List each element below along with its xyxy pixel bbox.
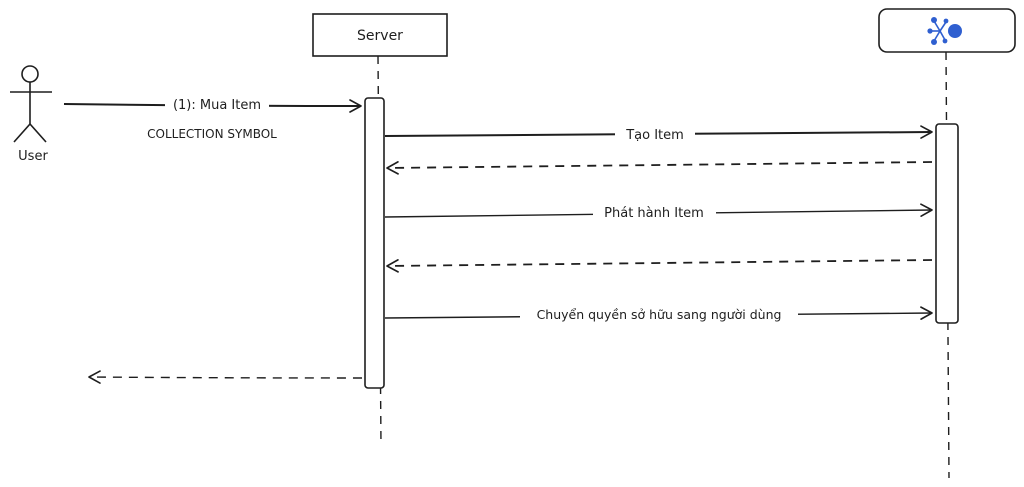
service-participant	[878, 8, 1016, 479]
message-chuyen-quyen-label: Chuyển quyền sở hữu sang người dùng	[537, 307, 782, 322]
message-tao-item-label: Tạo Item	[625, 128, 684, 143]
message-return-user[interactable]	[88, 370, 363, 384]
message-mua-item-label: (1): Mua Item	[173, 98, 261, 113]
user-actor-leg-left	[13, 123, 31, 143]
service-header-box	[878, 8, 1016, 53]
blockchain-nodes-icon	[927, 17, 962, 45]
message-phat-hanh-item[interactable]: Phát hành Item	[384, 203, 933, 222]
server-header-label: Server	[357, 28, 403, 44]
user-actor-label: User	[18, 149, 48, 164]
server-activation-bar[interactable]	[364, 97, 385, 389]
server-participant: Server	[312, 13, 448, 447]
message-mua-item[interactable]: (1): Mua Item	[63, 96, 362, 113]
message-return-1[interactable]	[386, 161, 933, 175]
message-tao-item[interactable]: Tạo Item	[384, 125, 933, 143]
server-header-box	[312, 13, 448, 57]
collection-symbol-note: COLLECTION SYMBOL	[147, 127, 277, 141]
user-actor: User	[10, 65, 52, 164]
user-actor-head	[21, 65, 39, 83]
message-chuyen-quyen[interactable]: Chuyển quyền sở hữu sang người dùng	[384, 306, 933, 323]
service-activation-bar[interactable]	[935, 123, 959, 324]
message-return-2[interactable]	[386, 259, 933, 273]
message-phat-hanh-item-label: Phát hành Item	[604, 206, 704, 221]
user-actor-leg-right	[29, 123, 47, 143]
